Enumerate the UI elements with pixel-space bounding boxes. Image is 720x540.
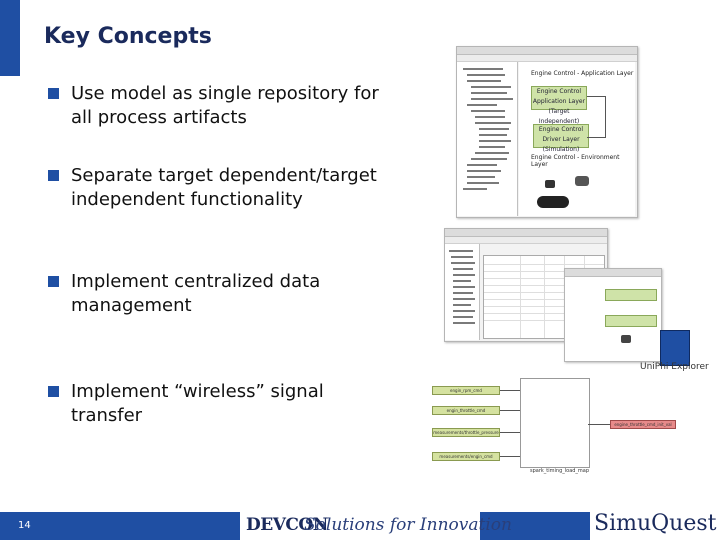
signal-wire [500,432,520,433]
connector-line [587,96,606,138]
explorer-block-2 [605,315,657,327]
app-layer-block: Engine Control Application Layer (Target… [531,86,587,125]
engine-icon [545,180,555,188]
app-layer-label: Engine Control - Application Layer [531,70,634,77]
driver-layer-block: Engine Control Driver Layer (Simulation) [533,124,589,153]
pedal-icon [575,176,589,186]
model-tree-panel [457,62,518,216]
window-titlebar [445,229,607,237]
window-toolbar [457,55,637,62]
bullet-text: Use model as single repository for all p… [71,83,379,128]
bullet-square-icon [48,170,59,181]
bullet-3: Implement centralized data management [48,270,388,320]
footer-blue-block-right [480,512,590,540]
server-icon [660,330,690,366]
bullet-text: Separate target dependent/target indepen… [71,165,377,210]
gauge-icon [537,196,569,208]
footer-blue-block-left [0,512,240,540]
signal-tag-out: engine_throttle_cmd_init_val [610,420,676,429]
window-titlebar [565,269,661,277]
window-titlebar [457,47,637,55]
bullet-text: Implement centralized data management [71,271,321,316]
bullet-square-icon [48,386,59,397]
bullet-text: Implement “wireless” signal transfer [71,381,324,426]
explorer-block-1 [605,289,657,301]
bullet-2: Separate target dependent/target indepen… [48,164,388,238]
diagram-canvas: Engine Control - Application Layer Engin… [519,62,635,216]
slide-title: Key Concepts [44,24,212,49]
footer-tagline: Solutions for Innovation [304,515,512,535]
signal-tag-3: measurements/throttle_pressure [432,428,500,437]
engine-icon [621,335,631,343]
signal-wire [500,456,520,457]
page-number: 14 [18,520,31,531]
signal-tag-1: engin_rpm_cmd [432,386,500,395]
bullet-1: Use model as single repository for all p… [48,82,388,132]
signal-tag-2: engin_throttle_cmd [432,406,500,415]
devcon-logo: DEVCON [246,515,328,535]
signal-tag-4: measurements/engin_cmd [432,452,500,461]
signal-wire [500,410,520,411]
data-tree-panel [445,244,480,340]
signal-wire [588,424,610,425]
bullet-4: Implement “wireless” signal transfer [48,380,388,430]
signal-block [520,378,590,468]
env-layer-label: Engine Control - Environment Layer [531,154,620,168]
simuquest-logo: SimuQuest [594,511,717,536]
left-accent-bar [0,0,20,76]
screenshot-uniphi-explorer [564,268,662,362]
window-toolbar [445,237,607,244]
explorer-canvas [565,277,661,361]
uniphi-explorer-label: UniPhi Explorer [640,362,709,372]
bullet-square-icon [48,276,59,287]
signal-wire [500,390,520,391]
signal-block-label: spark_timing_load_map [530,468,590,474]
screenshot-model-explorer: Engine Control - Application Layer Engin… [456,46,638,218]
bullet-square-icon [48,88,59,99]
